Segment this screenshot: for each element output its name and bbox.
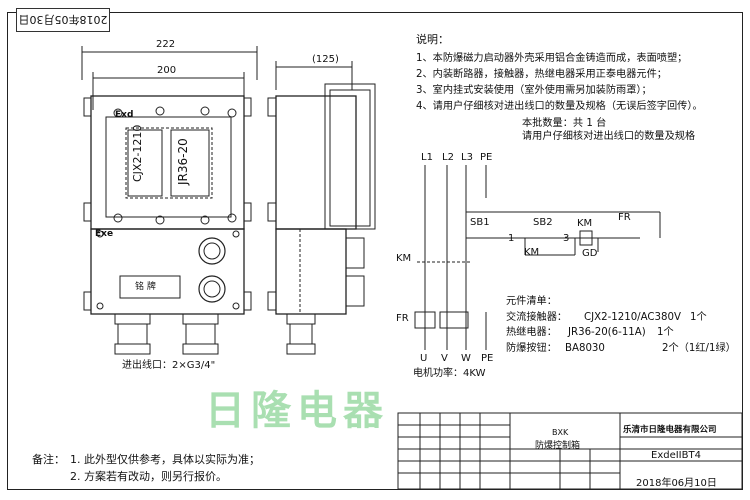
- nameplate-box: [119, 275, 181, 299]
- side-upper-box: [275, 95, 357, 230]
- note-item: 2、内装断路器，接触器，热继电器采用正泰电器元件；: [416, 69, 667, 80]
- product-code: BXK: [552, 428, 569, 437]
- note-item: 3、室内挂式安装使用（室外使用需另加装防雨罩）；: [416, 85, 652, 96]
- exd-label: Exd: [115, 110, 134, 120]
- stop-button-ring: [198, 275, 226, 303]
- node-1-label: 1: [508, 233, 515, 244]
- remark-line: 2. 方案若有改动，则另行报价。: [70, 470, 227, 483]
- output-label: PE: [481, 353, 494, 364]
- nameplate-label: 铭 牌: [135, 282, 156, 292]
- title-block-lines: [397, 412, 743, 490]
- remark-line: 1. 此外型仅供参考，具体以实际为准；: [70, 453, 260, 466]
- component-qty: 1个: [657, 327, 674, 338]
- motor-power: 电机功率：4KW: [413, 368, 486, 379]
- output-label: U: [420, 353, 428, 364]
- start-button-ring: [198, 237, 226, 265]
- node-3-label: 3: [563, 233, 570, 244]
- component-name: 防爆按钮：: [506, 343, 557, 354]
- component-model: CJX2-1210/AC380V: [584, 312, 681, 323]
- verify-note: 请用户仔细核对进出线口的数量及规格: [522, 131, 696, 142]
- batch-quantity: 本批数量：共 1 台: [522, 118, 607, 129]
- exe-label: Exe: [95, 229, 114, 239]
- fr-contact-label: FR: [618, 212, 631, 223]
- output-label: W: [461, 353, 471, 364]
- note-item: 4、请用户仔细核对进出线口的数量及规格（无误后签字回传）。: [416, 101, 703, 112]
- model-code: ExdeIIBT4: [651, 450, 701, 461]
- components-title: 元件清单：: [506, 296, 557, 307]
- component-model: BA8030: [565, 343, 605, 354]
- remarks-label: 备注：: [32, 453, 65, 466]
- product-name: 防爆控制箱: [535, 441, 581, 451]
- component-model: JR36-20(6-11A): [568, 327, 646, 338]
- km-main-label: KM: [396, 253, 412, 264]
- sb2-label: SB2: [533, 217, 553, 228]
- phase-label: L2: [442, 152, 454, 163]
- front-lower-box: [90, 228, 245, 315]
- side-cover: [324, 83, 376, 230]
- dim-depth: (125): [312, 54, 339, 65]
- front-upper-inner: [105, 116, 232, 218]
- km-contact-label: KM: [524, 247, 540, 258]
- drawing-date: 2018年06月10日: [636, 478, 717, 489]
- company-name: 乐清市日隆电器有限公司: [623, 425, 717, 435]
- notes-title: 说明：: [416, 33, 449, 46]
- component-name: 热继电器：: [506, 327, 557, 338]
- schematic-lines: [414, 165, 661, 350]
- dim-width-outer: 222: [156, 39, 176, 50]
- phase-label: PE: [480, 152, 493, 163]
- component-qty: 2个（1红/1绿）: [662, 343, 736, 354]
- side-lower-box: [275, 228, 347, 315]
- output-label: V: [441, 353, 448, 364]
- fr-main-label: FR: [396, 313, 409, 324]
- watermark-logo: 日隆电器: [205, 388, 389, 434]
- phase-label: L1: [421, 152, 433, 163]
- inlet-label: 进出线口：2×G3/4": [122, 360, 216, 371]
- front-upper-box: [90, 95, 245, 230]
- relay-model-label: JR36-20: [176, 138, 190, 185]
- gd-label: GD: [582, 248, 598, 259]
- sb1-label: SB1: [470, 217, 490, 228]
- contactor-model-label: CJX2-1210: [131, 124, 144, 182]
- component-qty: 1个: [690, 312, 707, 323]
- dim-width-inner: 200: [157, 65, 177, 76]
- component-name: 交流接触器：: [506, 312, 568, 323]
- note-item: 1、本防爆磁力启动器外壳采用铝合金铸造而成，表面喷塑；: [416, 53, 688, 64]
- km-coil-label: KM: [577, 218, 593, 229]
- phase-label: L3: [461, 152, 473, 163]
- drawing-frame: [7, 12, 743, 490]
